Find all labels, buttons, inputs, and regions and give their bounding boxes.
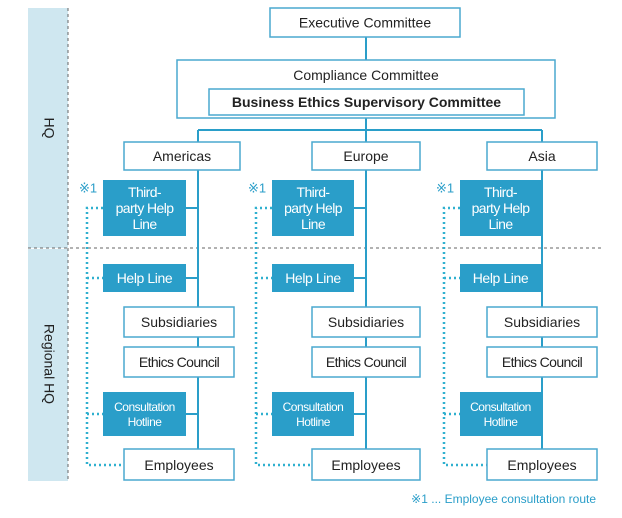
- third-party-help-line-box-1: [272, 180, 354, 236]
- sidebar-regional-hq-label: Regional HQ: [41, 324, 57, 404]
- consultation-hotline-text-1-0: Consultation: [283, 400, 344, 414]
- executive-committee-box: [269, 7, 461, 38]
- employees-text-1: Employees: [331, 457, 400, 473]
- subsidiaries-text-2: Subsidiaries: [504, 314, 580, 330]
- subsidiaries-box-0: [123, 306, 235, 338]
- consultation-hotline-box-1: [272, 392, 354, 436]
- consultation-hotline-box-0: [103, 392, 186, 436]
- region-name-2: Asia: [528, 148, 555, 164]
- note-marker-1: ※1: [248, 181, 266, 196]
- third-party-help-line-text-1-0: Third-: [297, 184, 331, 200]
- consultation-hotline-text-0-1: Hotline: [128, 415, 163, 429]
- footnote: ※1 ... Employee consultation route: [411, 492, 596, 506]
- region-box-1: [311, 141, 421, 171]
- region-name-1: Europe: [343, 148, 388, 164]
- ethics-council-text-2: Ethics Council: [502, 354, 583, 370]
- help-line-box-2: [460, 264, 541, 292]
- compliance-committee-label: Compliance Committee: [293, 67, 439, 83]
- ethics-council-box-1: [311, 346, 421, 378]
- sidebar-regional-hq: [28, 249, 68, 481]
- note-marker-2: ※1: [436, 181, 454, 196]
- employees-box-0: [123, 448, 235, 481]
- ethics-supervisory-label: Business Ethics Supervisory Committee: [232, 94, 501, 110]
- sidebar-hq: [28, 8, 68, 248]
- ethics-council-text-1: Ethics Council: [326, 354, 407, 370]
- third-party-help-line-text-2-0: Third-: [484, 184, 518, 200]
- ethics-supervisory-box: [208, 88, 525, 116]
- third-party-help-line-text-1-1: party Help: [284, 200, 343, 216]
- help-line-box-1: [272, 264, 354, 292]
- employees-box-1: [311, 448, 421, 481]
- region-box-2: [486, 141, 598, 171]
- subsidiaries-box-2: [486, 306, 598, 338]
- consultation-hotline-text-2-1: Hotline: [484, 415, 519, 429]
- help-line-text-1: Help Line: [285, 270, 341, 286]
- help-line-text-0: Help Line: [117, 270, 173, 286]
- third-party-help-line-text-0-1: party Help: [116, 200, 175, 216]
- third-party-help-line-text-0-2: Line: [132, 216, 157, 232]
- subsidiaries-text-0: Subsidiaries: [141, 314, 217, 330]
- employees-text-2: Employees: [507, 457, 576, 473]
- help-line-box-0: [103, 264, 186, 292]
- ethics-council-box-2: [486, 346, 598, 378]
- consultation-hotline-text-0-0: Consultation: [114, 400, 175, 414]
- subsidiaries-text-1: Subsidiaries: [328, 314, 404, 330]
- third-party-help-line-text-1-2: Line: [301, 216, 326, 232]
- employees-box-2: [486, 448, 598, 481]
- third-party-help-line-text-0-0: Third-: [128, 184, 162, 200]
- executive-committee-label: Executive Committee: [299, 15, 431, 31]
- ethics-council-box-0: [123, 346, 235, 378]
- third-party-help-line-box-2: [460, 180, 541, 236]
- third-party-help-line-box-0: [103, 180, 186, 236]
- region-box-0: [123, 141, 241, 171]
- consultation-hotline-box-2: [460, 392, 541, 436]
- consultation-hotline-text-1-1: Hotline: [296, 415, 331, 429]
- help-line-text-2: Help Line: [473, 270, 529, 286]
- region-name-0: Americas: [153, 148, 211, 164]
- ethics-council-text-0: Ethics Council: [139, 354, 220, 370]
- employees-text-0: Employees: [144, 457, 213, 473]
- sidebar-hq-label: HQ: [41, 118, 57, 139]
- third-party-help-line-text-2-1: party Help: [472, 200, 531, 216]
- note-marker-0: ※1: [79, 181, 97, 196]
- consultation-hotline-text-2-0: Consultation: [470, 400, 531, 414]
- subsidiaries-box-1: [311, 306, 421, 338]
- consultation-routes: [85, 206, 487, 467]
- third-party-help-line-text-2-2: Line: [488, 216, 513, 232]
